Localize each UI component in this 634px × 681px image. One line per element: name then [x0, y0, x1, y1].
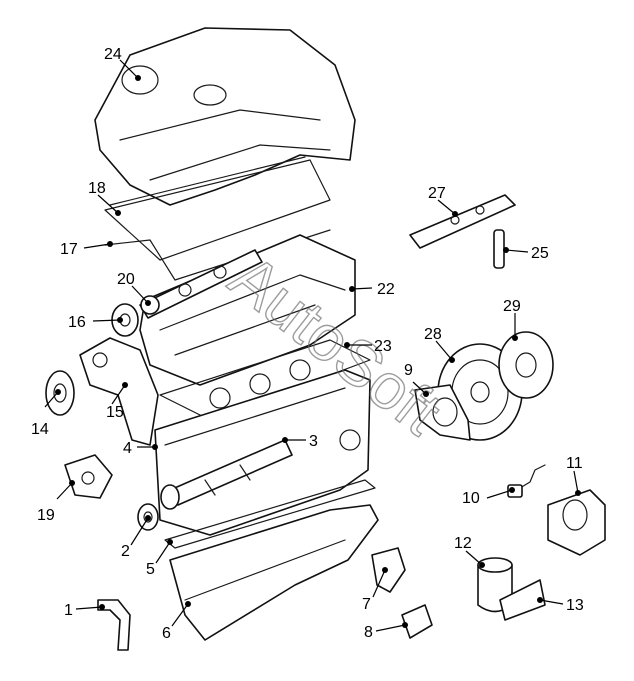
callout-3: 3: [309, 433, 318, 450]
callout-11: 11: [566, 455, 583, 472]
callout-6: 6: [162, 625, 171, 642]
engine-mount: [401, 604, 433, 639]
cylinder-head: [139, 234, 356, 386]
callout-2: 2: [121, 543, 130, 560]
callout-18: 18: [88, 180, 106, 197]
oil-pan: [169, 504, 379, 641]
callout-23: 23: [374, 338, 392, 355]
valve-cover-gasket: [104, 156, 331, 261]
callout-22: 22: [377, 281, 395, 298]
starter-motor: [547, 489, 606, 556]
callout-9: 9: [404, 362, 413, 379]
cam-sprocket: [111, 303, 139, 337]
crankshaft: [160, 439, 293, 510]
callout-4: 4: [123, 440, 132, 457]
callout-8: 8: [364, 624, 373, 641]
callout-12: 12: [454, 535, 472, 552]
water-pump: [64, 454, 113, 499]
callout-29: 29: [503, 298, 521, 315]
fuel-rail: [409, 194, 516, 249]
callout-19: 19: [37, 507, 55, 524]
callout-28: 28: [424, 326, 442, 343]
callout-14: 14: [31, 421, 49, 438]
callout-25: 25: [531, 245, 549, 262]
callout-13: 13: [566, 597, 584, 614]
callout-10: 10: [462, 490, 480, 507]
mount-bracket: [371, 547, 406, 593]
callout-16: 16: [68, 314, 86, 331]
leader-dots: [55, 75, 581, 628]
engine-cover: [94, 27, 356, 206]
seal-housing: [414, 384, 471, 441]
callout-labels: 1 2 3 4 5 6 7 8 9 10 11 12 13 14 15 16 1…: [31, 46, 584, 642]
callout-5: 5: [146, 561, 155, 578]
callout-1: 1: [64, 602, 73, 619]
timing-cover: [79, 337, 159, 446]
callout-24: 24: [104, 46, 122, 63]
filter-bracket: [499, 579, 546, 621]
clutch-disc: [498, 331, 554, 399]
head-gasket: [159, 339, 371, 421]
injector: [493, 229, 505, 269]
callout-27: 27: [428, 185, 446, 202]
leader-lines: [44, 59, 579, 632]
callout-20: 20: [117, 271, 135, 288]
callout-7: 7: [362, 596, 371, 613]
callout-17: 17: [60, 241, 78, 258]
oil-pan-gasket: [164, 479, 376, 549]
callout-15: 15: [106, 404, 124, 421]
